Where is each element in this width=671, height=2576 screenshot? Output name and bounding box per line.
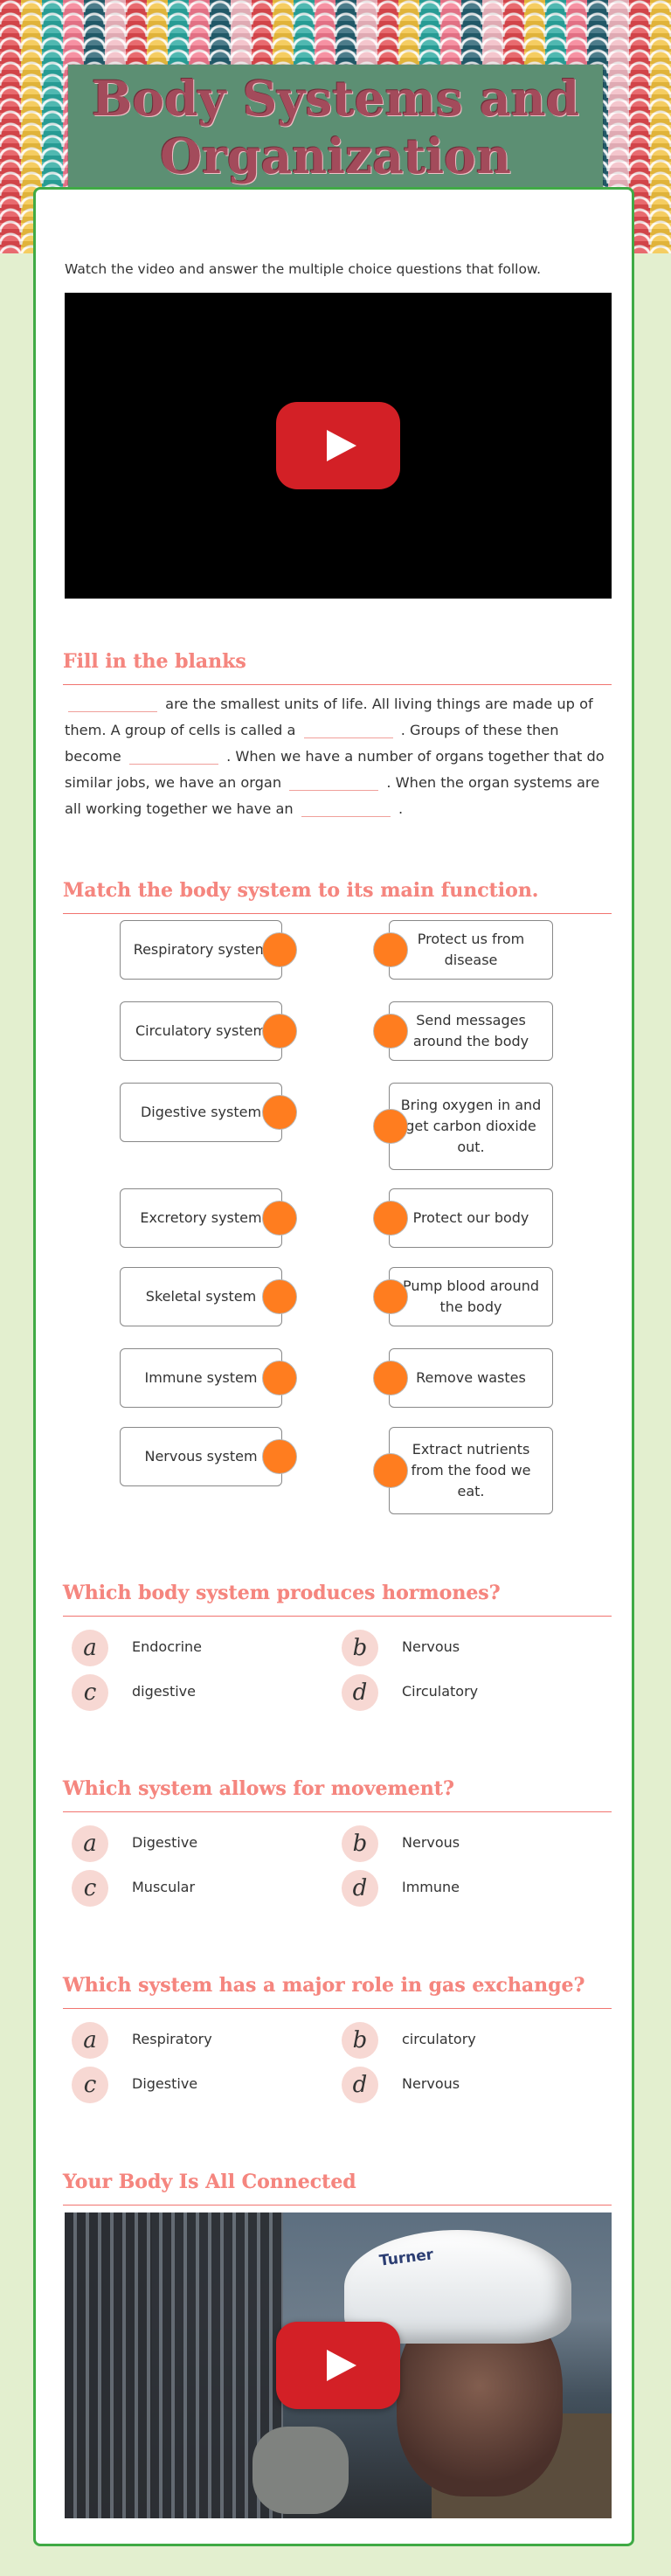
orange-circle-icon[interactable] [373,1453,408,1488]
match-right-oxygen-carbon-dioxide[interactable]: Bring oxygen in and get carbon dioxide o… [389,1083,553,1170]
match-right-pump-blood[interactable]: Pump blood around the body [389,1267,553,1326]
match-left-nervous[interactable]: Nervous system [120,1427,282,1486]
orange-circle-icon[interactable] [262,1201,297,1236]
orange-circle-icon[interactable] [373,1201,408,1236]
choice-letter-badge: b [342,2022,378,2059]
fill-in-the-blanks-paragraph: are the smallest units of life. All livi… [65,691,612,822]
match-right-extract-nutrients[interactable]: Extract nutrients from the food we eat. [389,1427,553,1514]
match-left-skeletal[interactable]: Skeletal system [120,1267,282,1326]
choice-b[interactable]: b Nervous [342,1630,604,1670]
video-player-2[interactable]: Turner [65,2212,612,2518]
choice-text: Circulatory [402,1683,479,1700]
match-heading: Match the body system to its main functi… [63,879,539,902]
choice-letter-badge: d [342,2067,378,2103]
blank-input-5[interactable] [301,801,391,817]
match-right-remove-wastes[interactable]: Remove wastes [389,1348,553,1408]
video-thumbnail-building [65,2212,283,2518]
choice-letter-badge: a [72,2022,108,2059]
fill-blanks-heading: Fill in the blanks [63,650,246,673]
choice-a[interactable]: a Respiratory [72,2022,334,2062]
choice-letter-badge: b [342,1825,378,1862]
choice-text: Muscular [132,1879,196,1895]
orange-circle-icon[interactable] [262,1095,297,1130]
choice-letter-badge: a [72,1825,108,1862]
choice-text: Nervous [402,1834,460,1851]
worksheet-card: Watch the video and answer the multiple … [33,187,634,2546]
choice-text: Digestive [132,1834,198,1851]
fill-text-part-1: are the smallest units of life. All livi… [65,696,593,738]
choice-text: Nervous [402,2075,460,2092]
orange-circle-icon[interactable] [373,1109,408,1144]
match-right-protect-our-body[interactable]: Protect our body [389,1188,553,1248]
choice-letter-badge: a [72,1630,108,1666]
play-icon[interactable] [276,2322,400,2409]
title-box: Body Systems and Organization [68,65,603,190]
choice-a[interactable]: a Endocrine [72,1630,334,1670]
fill-text-part-5: . [398,800,404,817]
video-thumbnail-glove [252,2427,349,2514]
section-divider [63,684,612,685]
choice-c[interactable]: c Muscular [72,1870,334,1910]
blank-input-3[interactable] [128,749,218,765]
choice-letter-badge: d [342,1870,378,1907]
choice-letter-badge: b [342,1630,378,1666]
choice-b[interactable]: b circulatory [342,2022,604,2062]
match-right-protect-from-disease[interactable]: Protect us from disease [389,920,553,980]
choice-text: Endocrine [132,1638,202,1655]
choice-letter-badge: c [72,1674,108,1711]
blank-input-1[interactable] [68,696,157,712]
orange-circle-icon[interactable] [262,1279,297,1314]
orange-circle-icon[interactable] [262,1014,297,1049]
choice-text: Respiratory [132,2031,212,2047]
orange-circle-icon[interactable] [373,1014,408,1049]
choice-text: digestive [132,1683,196,1700]
choice-text: circulatory [402,2031,476,2047]
choice-a[interactable]: a Digestive [72,1825,334,1866]
question-gas-exchange-heading: Which system has a major role in gas exc… [63,1974,585,1997]
orange-circle-icon[interactable] [373,1361,408,1395]
question-hormones-heading: Which body system produces hormones? [63,1582,501,1604]
choice-letter-badge: c [72,2067,108,2103]
choice-b[interactable]: b Nervous [342,1825,604,1866]
question-movement-heading: Which system allows for movement? [63,1777,454,1800]
blank-input-4[interactable] [289,775,379,791]
orange-circle-icon[interactable] [262,1439,297,1474]
section-divider [63,1811,612,1812]
connected-video-heading: Your Body Is All Connected [63,2171,356,2193]
choice-letter-badge: d [342,1674,378,1711]
match-right-send-messages[interactable]: Send messages around the body [389,1001,553,1061]
match-left-immune[interactable]: Immune system [120,1348,282,1408]
section-divider [63,913,612,914]
fill-text-part-2: . Groups of these then become [65,722,559,765]
choice-c[interactable]: c digestive [72,1674,334,1714]
intro-instruction: Watch the video and answer the multiple … [65,261,542,277]
orange-circle-icon[interactable] [262,1361,297,1395]
page-title: Body Systems and Organization [91,69,580,184]
orange-circle-icon[interactable] [373,1279,408,1314]
match-left-respiratory[interactable]: Respiratory system [120,920,282,980]
choice-c[interactable]: c Digestive [72,2067,334,2107]
orange-circle-icon[interactable] [262,932,297,967]
choice-letter-badge: c [72,1870,108,1907]
choice-text: Immune [402,1879,460,1895]
choice-d[interactable]: d Immune [342,1870,604,1910]
choice-d[interactable]: d Nervous [342,2067,604,2107]
choice-text: Digestive [132,2075,198,2092]
section-divider [63,2205,612,2206]
match-left-digestive[interactable]: Digestive system [120,1083,282,1142]
choice-text: Nervous [402,1638,460,1655]
fill-text-part-4: . When the organ systems are all working… [65,774,600,817]
section-divider [63,1616,612,1617]
blank-input-2[interactable] [303,723,393,738]
fill-text-part-3: . When we have a number of organs togeth… [65,748,605,791]
play-icon[interactable] [276,402,400,489]
choice-d[interactable]: d Circulatory [342,1674,604,1714]
match-left-excretory[interactable]: Excretory system [120,1188,282,1248]
video-player-1[interactable] [65,293,612,599]
orange-circle-icon[interactable] [373,932,408,967]
section-divider [63,2008,612,2009]
match-left-circulatory[interactable]: Circulatory system [120,1001,282,1061]
